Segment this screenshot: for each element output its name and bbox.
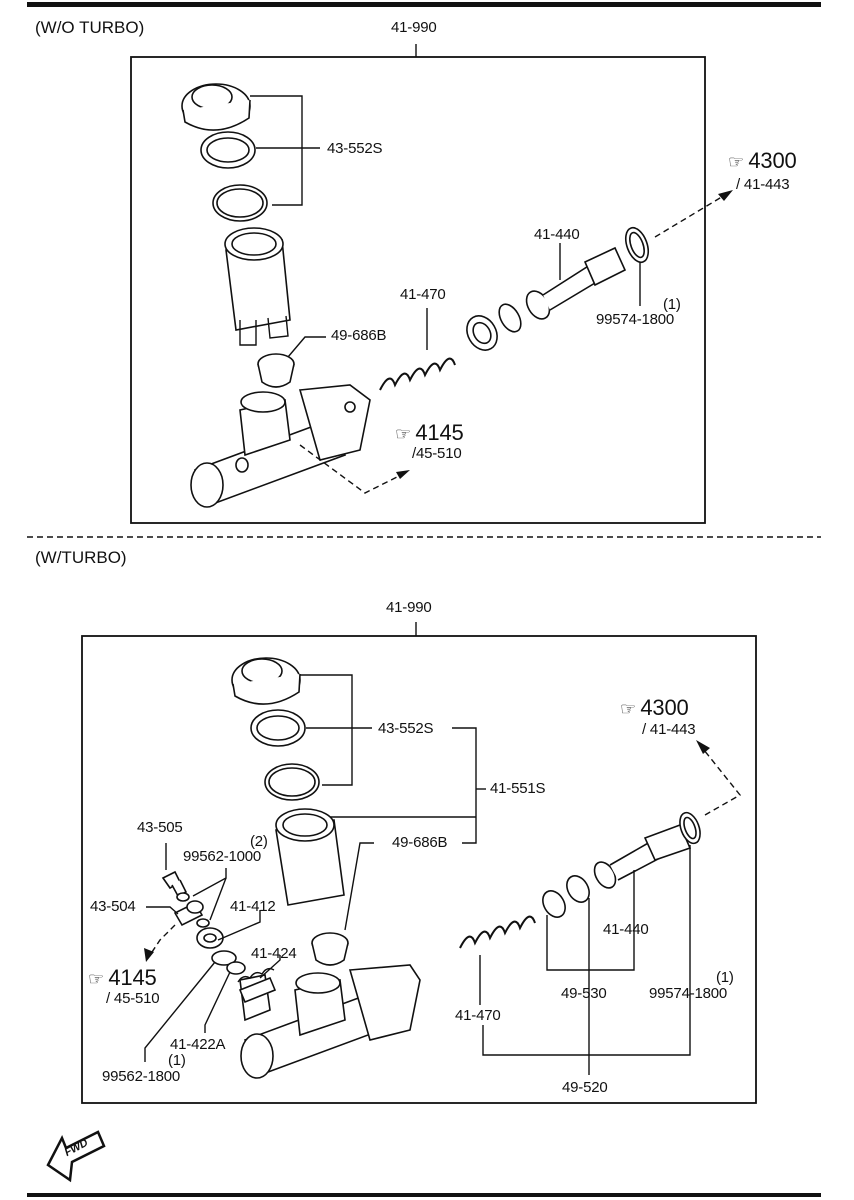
- part-label-valve: 41-424: [251, 945, 297, 962]
- spring: [379, 357, 456, 391]
- ref-page: 4300: [640, 695, 689, 720]
- reservoir-cap: [231, 657, 301, 705]
- top-rule: [27, 2, 821, 7]
- reservoir-oring: [212, 184, 268, 222]
- part-label-bolt: 43-505: [137, 819, 183, 836]
- part-label-grommet: 49-686B: [392, 834, 448, 851]
- part-label-snap-ring: 99574-1800: [596, 311, 675, 328]
- frame-w-turbo: [81, 635, 757, 1104]
- part-label-spring: 41-470: [455, 1007, 501, 1024]
- section-title-wo-turbo: (W/O TURBO): [35, 18, 145, 37]
- master-cylinder-body: [190, 384, 371, 508]
- union: [173, 900, 204, 927]
- bottom-rule: [27, 1193, 821, 1197]
- part-qty: (1): [168, 1052, 186, 1069]
- ref-part: / 41-443: [736, 176, 790, 193]
- reference-4145[interactable]: ☞ 4145 /45-510: [395, 420, 464, 462]
- part-label-reservoir-kit: 43-552S: [327, 140, 383, 157]
- ref-page: 4300: [748, 148, 797, 173]
- seat: [196, 927, 224, 949]
- part-label-reservoir-assy: 41-551S: [490, 780, 546, 797]
- gasket: [211, 950, 237, 966]
- snap-ring: [624, 226, 650, 264]
- part-label-repair-kit: 49-520: [562, 1079, 608, 1096]
- part-label-spring: 41-470: [400, 286, 446, 303]
- reference-4300[interactable]: ☞ 4300 / 41-443: [728, 148, 797, 193]
- grommet: [311, 932, 349, 966]
- part-label-gasket: 99562-1800: [102, 1068, 181, 1085]
- ref-part: / 45-510: [106, 990, 160, 1007]
- reservoir-cap: [181, 83, 251, 131]
- piston: [525, 246, 627, 320]
- part-label-valve-seat: 41-422A: [170, 1036, 226, 1053]
- assembly-label: 41-990: [386, 599, 432, 616]
- reservoir-body: [224, 227, 291, 346]
- part-qty: (2): [250, 833, 268, 850]
- assembly-label: 41-990: [391, 19, 437, 36]
- valve: [237, 967, 277, 1004]
- reservoir-seal: [200, 131, 256, 169]
- part-label-snap-ring: 99574-1800: [649, 985, 728, 1002]
- ref-part: / 41-443: [642, 721, 696, 738]
- ref-page: 4145: [415, 420, 464, 445]
- reservoir-seal: [250, 709, 306, 747]
- part-label-grommet: 49-686B: [331, 327, 387, 344]
- part-label-cups: 49-530: [561, 985, 607, 1002]
- section-title-w-turbo: (W/TURBO): [35, 548, 127, 567]
- reference-4300[interactable]: ☞ 4300 / 41-443: [620, 695, 696, 738]
- spring: [459, 915, 536, 949]
- pointing-hand-icon: ☞: [395, 424, 411, 444]
- part-label-union: 43-504: [90, 898, 136, 915]
- ref-page: 4145: [108, 965, 157, 990]
- part-label-piston: 41-440: [534, 226, 580, 243]
- part-qty: (1): [716, 969, 734, 986]
- grommet: [257, 353, 295, 388]
- fwd-arrow-icon: [46, 1130, 106, 1183]
- piston-cup: [466, 315, 498, 351]
- reservoir-body: [275, 808, 345, 906]
- part-label-seat: 41-412: [230, 898, 276, 915]
- part-label-piston: 41-440: [603, 921, 649, 938]
- pointing-hand-icon: ☞: [728, 152, 744, 172]
- piston: [593, 823, 692, 889]
- snap-ring: [679, 811, 701, 845]
- pointing-hand-icon: ☞: [620, 699, 636, 719]
- reservoir-oring: [264, 763, 320, 801]
- reference-4145[interactable]: ☞ 4145 / 45-510: [88, 965, 160, 1007]
- part-qty: (1): [663, 296, 681, 313]
- valve-seat: [226, 961, 246, 975]
- frame-wo-turbo: [130, 56, 706, 524]
- part-label-washer: 99562-1000: [183, 848, 262, 865]
- ref-part: /45-510: [412, 445, 462, 462]
- pointing-hand-icon: ☞: [88, 969, 104, 989]
- master-cylinder-body: [239, 964, 421, 1079]
- part-label-reservoir-kit: 43-552S: [378, 720, 434, 737]
